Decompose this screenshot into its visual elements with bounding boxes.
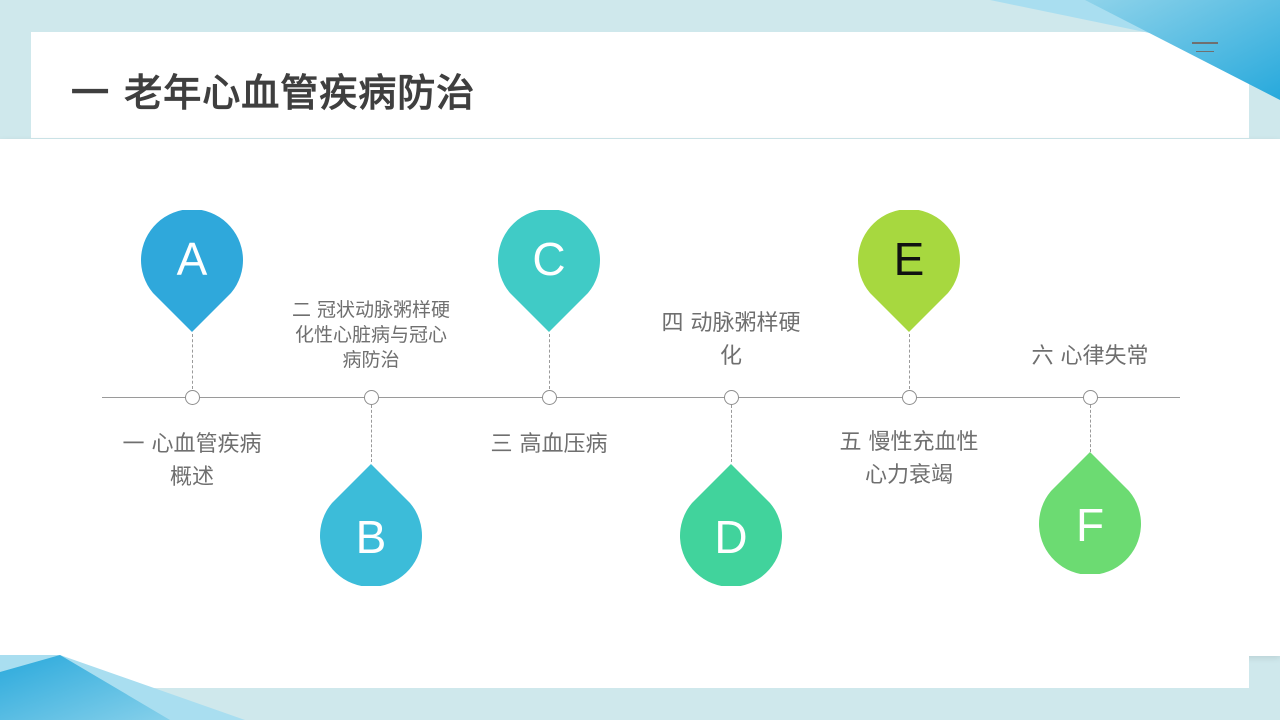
menu-icon[interactable]: [1192, 42, 1218, 58]
marker-fill: [858, 210, 960, 332]
page-title: 一 老年心血管疾病防治: [71, 71, 476, 115]
timeline-node: [1082, 389, 1098, 405]
connector-line: [1090, 405, 1091, 452]
timeline-axis: [102, 397, 1180, 398]
connector-line: [371, 405, 372, 462]
timeline-node: [901, 389, 917, 405]
timeline-label-line: 二 冠状动脉粥样硬: [291, 299, 451, 321]
timeline-label-line: 病防治: [342, 349, 400, 371]
timeline-node: [541, 389, 557, 405]
timeline-label-line: 化性心脏病与冠心: [294, 324, 447, 346]
marker-fill: [498, 210, 600, 332]
timeline-label-line: 心力衰竭: [864, 463, 953, 488]
marker-a[interactable]: A: [141, 210, 243, 334]
marker-shape: [498, 210, 600, 332]
timeline-label: 四 动脉粥样硬化: [631, 307, 831, 373]
timeline-label-line: 一 心血管疾病: [122, 432, 262, 457]
marker-b[interactable]: B: [320, 462, 422, 586]
timeline-label: 一 心血管疾病概述: [92, 428, 292, 494]
marker-shape: [858, 210, 960, 332]
marker-letter: B: [355, 511, 387, 563]
timeline-node: [363, 389, 379, 405]
marker-d[interactable]: D: [680, 462, 782, 586]
marker-e[interactable]: E: [858, 210, 960, 334]
timeline-label-line: 三 高血压病: [490, 432, 608, 457]
marker-letter: F: [1075, 499, 1105, 551]
timeline-label-line: 五 慢性充血性: [839, 430, 979, 455]
marker-letter: E: [893, 233, 925, 285]
timeline-node: [184, 389, 200, 405]
marker-shape: [1039, 452, 1141, 574]
marker-fill: [1039, 452, 1141, 574]
timeline-label: 三 高血压病: [449, 428, 649, 461]
timeline-label-line: 化: [719, 344, 742, 369]
marker-letter: D: [714, 511, 748, 563]
marker-fill: [320, 464, 422, 586]
timeline-label-line: 四 动脉粥样硬: [661, 311, 801, 336]
timeline-label-line: 概述: [169, 465, 214, 490]
connector-line: [549, 334, 550, 389]
marker-shape: [680, 464, 782, 586]
marker-c[interactable]: C: [498, 210, 600, 334]
marker-letter: C: [532, 233, 566, 285]
timeline-label-line: 六 心律失常: [1031, 344, 1149, 369]
connector-line: [192, 334, 193, 389]
marker-fill: [141, 210, 243, 332]
connector-line: [909, 334, 910, 389]
timeline-label: 六 心律失常: [990, 340, 1190, 373]
marker-letter: A: [176, 233, 208, 285]
timeline-label: 二 冠状动脉粥样硬化性心脏病与冠心病防治: [281, 298, 461, 373]
marker-fill: [680, 464, 782, 586]
marker-shape: [141, 210, 243, 332]
marker-f[interactable]: F: [1039, 450, 1141, 574]
marker-shape: [320, 464, 422, 586]
timeline-label: 五 慢性充血性心力衰竭: [809, 426, 1009, 492]
timeline-node: [723, 389, 739, 405]
connector-line: [731, 405, 732, 462]
